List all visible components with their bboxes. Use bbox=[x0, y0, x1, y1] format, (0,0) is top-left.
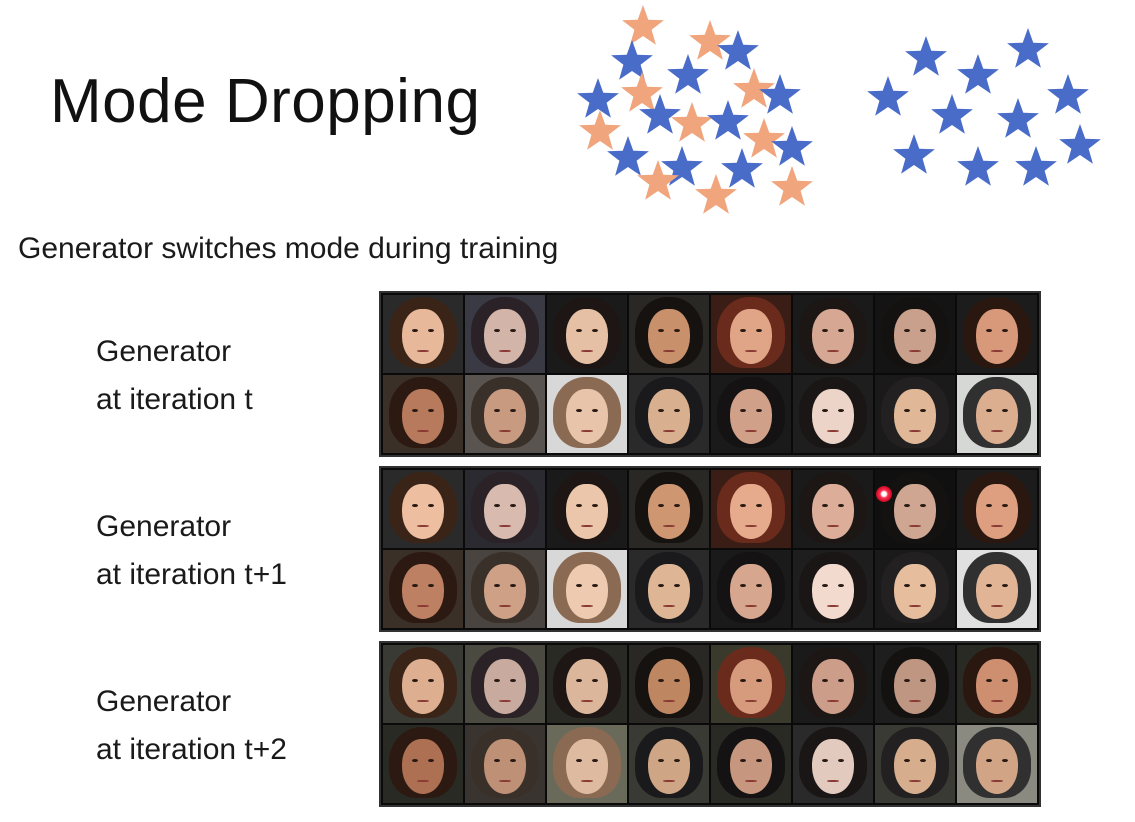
face-image bbox=[957, 470, 1037, 548]
face-image bbox=[875, 470, 955, 548]
face-image bbox=[711, 550, 791, 628]
star-icon bbox=[771, 166, 813, 206]
face-image bbox=[383, 725, 463, 803]
face-grid-iteration-t-plus-2 bbox=[379, 641, 1041, 807]
face-image bbox=[793, 295, 873, 373]
face-image bbox=[711, 295, 791, 373]
face-image bbox=[957, 550, 1037, 628]
star-icon bbox=[667, 54, 709, 94]
face-image bbox=[875, 725, 955, 803]
star-icon bbox=[695, 174, 737, 214]
star-icon bbox=[721, 148, 763, 188]
star-icon bbox=[1007, 28, 1049, 68]
star-icon bbox=[893, 134, 935, 174]
face-image bbox=[711, 470, 791, 548]
face-image bbox=[793, 375, 873, 453]
face-image bbox=[383, 470, 463, 548]
star-icon bbox=[689, 20, 731, 60]
face-image bbox=[383, 375, 463, 453]
face-image bbox=[629, 470, 709, 548]
face-image bbox=[465, 375, 545, 453]
face-image bbox=[875, 295, 955, 373]
face-image bbox=[383, 295, 463, 373]
face-image bbox=[957, 375, 1037, 453]
face-image bbox=[957, 645, 1037, 723]
star-icon bbox=[607, 136, 649, 176]
generator-label-t-plus-1: Generator at iteration t+1 bbox=[96, 503, 287, 599]
face-image bbox=[629, 375, 709, 453]
star-icon bbox=[717, 30, 759, 70]
face-image bbox=[629, 550, 709, 628]
face-image bbox=[547, 295, 627, 373]
face-image bbox=[629, 645, 709, 723]
star-icon bbox=[1059, 124, 1101, 164]
face-image bbox=[547, 645, 627, 723]
face-image bbox=[793, 470, 873, 548]
generator-label-line2: at iteration t+1 bbox=[96, 558, 287, 591]
generator-label-line1: Generator bbox=[96, 685, 232, 718]
generator-label-line2: at iteration t+2 bbox=[96, 733, 287, 766]
star-icon bbox=[621, 72, 663, 112]
face-image bbox=[711, 375, 791, 453]
generator-label-t-plus-2: Generator at iteration t+2 bbox=[96, 678, 287, 774]
star-icon bbox=[579, 110, 621, 150]
face-image bbox=[465, 470, 545, 548]
star-icon bbox=[611, 40, 653, 80]
star-icon bbox=[622, 5, 664, 45]
face-image bbox=[383, 550, 463, 628]
slide-title: Mode Dropping bbox=[50, 67, 481, 136]
face-image bbox=[711, 645, 791, 723]
star-icon bbox=[743, 118, 785, 158]
face-image bbox=[547, 550, 627, 628]
generator-label-t: Generator at iteration t bbox=[96, 328, 253, 424]
face-image bbox=[875, 645, 955, 723]
star-icon bbox=[905, 36, 947, 76]
star-icon bbox=[733, 68, 775, 108]
subtitle: Generator switches mode during training bbox=[18, 232, 559, 265]
face-grid-iteration-t-plus-1 bbox=[379, 466, 1041, 632]
face-grid-iteration-t bbox=[379, 291, 1041, 457]
generator-label-line1: Generator bbox=[96, 335, 232, 368]
face-image bbox=[465, 295, 545, 373]
star-icon bbox=[931, 94, 973, 134]
blue-star-cluster bbox=[867, 28, 1101, 186]
star-icon bbox=[639, 94, 681, 134]
face-image bbox=[547, 725, 627, 803]
star-icon bbox=[759, 74, 801, 114]
face-image bbox=[465, 645, 545, 723]
star-icon bbox=[1015, 146, 1057, 186]
star-icon bbox=[771, 126, 813, 166]
face-image bbox=[383, 645, 463, 723]
face-image bbox=[547, 375, 627, 453]
face-image bbox=[711, 725, 791, 803]
star-icon bbox=[957, 54, 999, 94]
star-icon bbox=[577, 78, 619, 118]
face-image bbox=[875, 375, 955, 453]
face-image bbox=[465, 725, 545, 803]
mixed-star-cluster bbox=[577, 5, 813, 214]
star-icon bbox=[997, 98, 1039, 138]
face-image bbox=[793, 725, 873, 803]
face-image bbox=[547, 470, 627, 548]
face-image bbox=[957, 725, 1037, 803]
star-icon bbox=[957, 146, 999, 186]
face-image bbox=[957, 295, 1037, 373]
face-image bbox=[465, 550, 545, 628]
face-image bbox=[793, 645, 873, 723]
star-icon bbox=[661, 146, 703, 186]
face-image bbox=[629, 295, 709, 373]
star-icon bbox=[707, 100, 749, 140]
star-icon bbox=[867, 76, 909, 116]
face-image bbox=[629, 725, 709, 803]
star-icon bbox=[637, 160, 679, 200]
star-icon bbox=[671, 102, 713, 142]
face-image bbox=[875, 550, 955, 628]
generator-label-line1: Generator bbox=[96, 510, 232, 543]
laser-pointer-dot bbox=[876, 486, 892, 502]
star-icon bbox=[1047, 74, 1089, 114]
face-image bbox=[793, 550, 873, 628]
generator-label-line2: at iteration t bbox=[96, 383, 253, 416]
